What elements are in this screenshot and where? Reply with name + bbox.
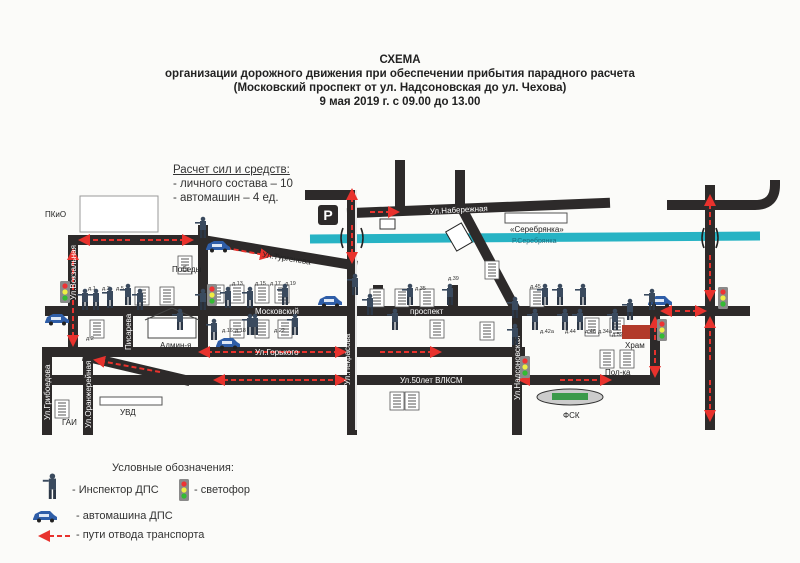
legend-icons: [33, 473, 189, 542]
traffic-light-icon: [657, 319, 667, 341]
forces-personnel: - личного состава – 10: [173, 178, 293, 190]
map-label: д.34а: [598, 329, 613, 335]
legend-inspector-icon: [42, 473, 57, 500]
traffic-light-icon: [60, 281, 70, 303]
bridge-icons: [340, 227, 719, 249]
legend-inspector: - Инспектор ДПС: [72, 484, 159, 496]
bus-stop-icon: [379, 218, 396, 230]
legend-traffic-light: - светофор: [194, 484, 251, 496]
label-pobedy: Победы: [172, 265, 202, 274]
street-nekrasova: Ул.Некрасова: [343, 333, 352, 385]
label-uvd: УВД: [120, 408, 136, 417]
forces-heading: Расчет сил и средств:: [173, 164, 290, 176]
building-khram: [622, 325, 650, 339]
title-line-1: СХЕМА: [379, 54, 421, 66]
legend-car: - автомашина ДПС: [76, 510, 173, 522]
scheme-title: СХЕМА организации дорожного движения при…: [0, 53, 800, 109]
street-vlksm: Ул.50лет ВЛКСМ: [400, 376, 463, 385]
street-moskovsky-1: Московский: [255, 307, 299, 316]
label-khram: Храм: [625, 341, 645, 350]
street-griboedova: Ул.Грибоедова: [43, 364, 52, 420]
building-admin: [147, 317, 197, 339]
legend-detour: - пути отвода транспорта: [76, 529, 205, 541]
bridge-diagonal: [445, 222, 473, 252]
map-label: д.15: [255, 281, 266, 287]
building-uvd: [99, 396, 163, 406]
label-admin: Админ-я: [160, 341, 191, 350]
pkio-label: ПКиО: [45, 210, 66, 219]
map-label: д.17: [270, 281, 281, 287]
label-gai: ГАИ: [62, 418, 77, 427]
map-label: д.22: [274, 328, 285, 334]
parking-sign: P: [318, 205, 338, 225]
forces-block: Расчет сил и средств: - личного состава …: [173, 163, 293, 205]
label-serebryanka: «Серебрянка»: [510, 225, 564, 234]
map-label: д.18: [235, 328, 246, 334]
map-label: д.39: [448, 276, 459, 282]
map-label: д.2: [86, 336, 94, 342]
map-label: д.42а: [540, 329, 555, 335]
river-serebryanka: [309, 231, 761, 244]
street-pisareva: Писарева: [124, 313, 133, 350]
patrol-car-icon: [318, 296, 342, 308]
map-label: д.46: [585, 329, 596, 335]
map-label: д.52: [612, 332, 623, 338]
forces-vehicles: - автомашин – 4 ед.: [173, 192, 279, 204]
street-moskovsky-2: проспект: [410, 307, 444, 316]
title-line-2: организации дорожного движения при обесп…: [165, 68, 635, 80]
legend-heading: Условные обозначения:: [112, 462, 234, 474]
map-label: д.35: [415, 286, 426, 292]
map-label: д.1: [88, 286, 96, 292]
street-nadsonovskaya: Ул.Надсоновская: [513, 336, 522, 400]
label-fsk: ФСК: [563, 411, 580, 420]
legend-traffic-light-icon: [179, 479, 189, 501]
traffic-light-icon: [207, 284, 217, 306]
map-label: д.44: [565, 329, 576, 335]
street-naberezhnaya: Ул.Набережная: [430, 204, 488, 216]
street-oranzhereynaya: Ул.Оранжерейная: [84, 361, 93, 428]
map-label: д.3: [102, 286, 110, 292]
pkio-area: [79, 195, 159, 233]
map-label: д.5: [116, 286, 124, 292]
building-serebryanka: [504, 212, 568, 224]
map-label: д.16: [222, 328, 233, 334]
legend-car-icon: [33, 511, 57, 523]
street-vokzalnaya: Ул.Вокзальная: [69, 245, 78, 300]
traffic-light-icon: [520, 356, 530, 378]
map-label: д.13: [232, 281, 243, 287]
title-line-3: (Московский проспект от ул. Надсоновская…: [233, 82, 567, 94]
map-label: д.19: [285, 281, 296, 287]
road-top-right: [667, 179, 781, 210]
title-line-4: 9 мая 2019 г. с 09.00 до 13.00: [319, 96, 481, 108]
label-river: Р.Серебрянка: [512, 237, 557, 245]
street-gorkogo: Ул.Горького: [255, 348, 299, 357]
map-label: P: [323, 207, 332, 223]
label-polka: Пол-ка: [605, 368, 631, 377]
map-label: д.45: [530, 284, 541, 290]
traffic-light-icon: [718, 287, 728, 309]
